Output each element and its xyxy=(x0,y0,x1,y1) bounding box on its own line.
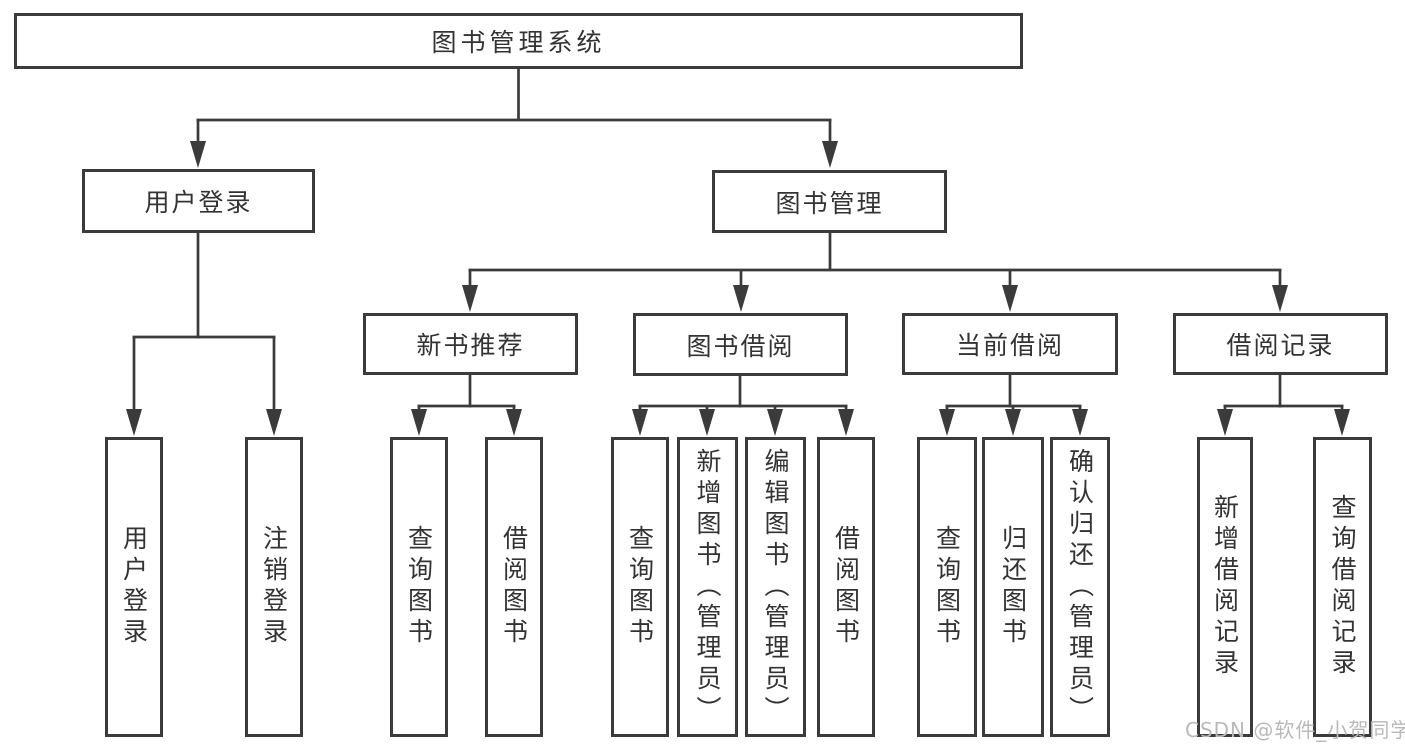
leaf-label: 归还图书 xyxy=(998,525,1028,649)
arrowhead-icon xyxy=(939,409,955,436)
leaf-query-borrow-record: 查询借阅记录 xyxy=(1313,437,1372,737)
arrowhead-icon xyxy=(190,141,206,168)
leaf-borrow-books: 借阅图书 xyxy=(817,437,875,737)
leaf-add-book-admin: 新增图书（管理员） xyxy=(677,437,738,737)
leaf-return-book: 归还图书 xyxy=(982,437,1044,737)
arrowhead-icon xyxy=(1005,409,1021,436)
leaf-label: 查询图书 xyxy=(404,525,434,649)
arrowhead-icon xyxy=(266,409,282,436)
connector-current-borrow-to-leaves xyxy=(945,375,1082,414)
arrowhead-icon xyxy=(1217,409,1233,436)
node-user-login: 用户登录 xyxy=(82,169,315,233)
connector-root-to-level2 xyxy=(196,68,832,147)
node-new-book-recommend: 新书推荐 xyxy=(363,313,578,375)
leaf-borrow-books-recommend: 借阅图书 xyxy=(485,437,543,737)
leaf-query-books-borrow: 查询图书 xyxy=(611,437,669,737)
arrowhead-icon xyxy=(1272,285,1288,312)
leaf-label: 查询借阅记录 xyxy=(1328,494,1357,680)
leaf-label: 用户登录 xyxy=(119,525,149,649)
arrowhead-icon xyxy=(1002,285,1018,312)
arrowhead-icon xyxy=(822,141,838,168)
leaf-label: 编辑图书（管理员） xyxy=(761,447,790,727)
arrowhead-icon xyxy=(411,409,427,436)
arrowhead-icon xyxy=(1072,409,1088,436)
connector-new-book-to-leaves xyxy=(417,375,516,414)
arrowhead-icon xyxy=(632,409,648,436)
leaf-label: 查询图书 xyxy=(932,525,962,649)
node-book-management: 图书管理 xyxy=(712,170,947,233)
connector-user-login-to-leaves xyxy=(132,233,276,414)
node-current-borrow: 当前借阅 xyxy=(902,313,1118,375)
connector-book-borrow-to-leaves xyxy=(638,376,848,414)
arrowhead-icon xyxy=(1334,409,1350,436)
leaf-label: 注销登录 xyxy=(259,525,289,649)
leaf-user-login: 用户登录 xyxy=(105,437,163,737)
leaf-edit-book-admin: 编辑图书（管理员） xyxy=(745,437,806,737)
arrowhead-icon xyxy=(699,409,715,436)
arrowhead-icon xyxy=(462,285,478,312)
leaf-label: 借阅图书 xyxy=(499,525,529,649)
arrowhead-icon xyxy=(506,409,522,436)
arrowhead-icon xyxy=(838,409,854,436)
leaf-add-borrow-record: 新增借阅记录 xyxy=(1197,437,1253,737)
watermark: CSDN @软件_小贺同学 xyxy=(1185,718,1405,742)
leaf-label: 查询图书 xyxy=(625,525,655,649)
arrowhead-icon xyxy=(767,409,783,436)
leaf-label: 新增借阅记录 xyxy=(1210,494,1240,680)
leaf-label: 借阅图书 xyxy=(831,525,861,649)
node-borrow-records: 借阅记录 xyxy=(1173,313,1388,375)
connector-book-management-to-level3 xyxy=(468,233,1282,290)
leaf-query-books-current: 查询图书 xyxy=(917,437,977,737)
leaf-query-books-recommend: 查询图书 xyxy=(390,437,448,737)
node-root: 图书管理系统 xyxy=(14,13,1023,69)
leaf-confirm-return-admin: 确认归还（管理员） xyxy=(1050,437,1110,737)
connector-borrow-records-to-leaves xyxy=(1223,375,1344,414)
leaf-label: 新增图书（管理员） xyxy=(693,447,722,727)
leaf-label: 确认归还（管理员） xyxy=(1065,447,1095,727)
node-book-borrow: 图书借阅 xyxy=(633,313,848,376)
leaf-logout: 注销登录 xyxy=(245,437,303,737)
arrowhead-icon xyxy=(126,409,142,436)
arrowhead-icon xyxy=(733,285,749,312)
